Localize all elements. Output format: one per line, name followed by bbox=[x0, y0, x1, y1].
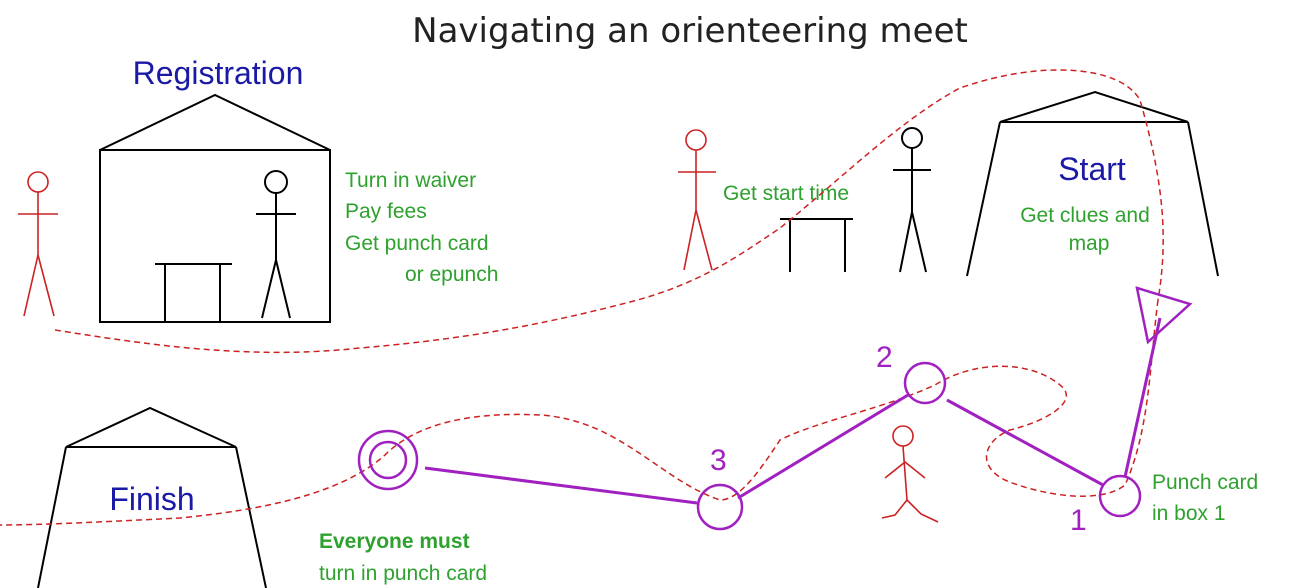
note-punch-card: Punch card bbox=[1152, 471, 1258, 494]
note-everyone-must: Everyone must bbox=[319, 530, 470, 553]
note-get-clues-and: Get clues and bbox=[1020, 204, 1150, 227]
note-get-punch-card: Get punch card bbox=[345, 232, 489, 255]
finish-control-double-circle bbox=[357, 429, 419, 491]
start-label: Start bbox=[1058, 151, 1126, 187]
note-get-start-time: Get start time bbox=[723, 182, 849, 205]
start-tent bbox=[966, 90, 1219, 277]
control-3-number: 3 bbox=[710, 444, 727, 477]
participant-route-course bbox=[0, 299, 1159, 526]
running-participant-figure bbox=[881, 425, 939, 523]
note-map: map bbox=[1069, 232, 1110, 255]
note-turn-in-waiver: Turn in waiver bbox=[345, 169, 476, 192]
participant-figure-registration bbox=[18, 171, 58, 317]
course-lines bbox=[424, 317, 1162, 505]
note-in-box-1: in box 1 bbox=[1152, 502, 1226, 525]
control-2-number: 2 bbox=[876, 341, 893, 374]
control-1-circle bbox=[1098, 474, 1142, 518]
note-turn-in-punch-card: turn in punch card bbox=[319, 562, 487, 585]
finish-label: Finish bbox=[109, 481, 194, 517]
participant-route bbox=[54, 69, 1164, 354]
registration-label: Registration bbox=[133, 55, 304, 91]
control-2-circle bbox=[903, 361, 947, 405]
finish-tent bbox=[37, 406, 267, 588]
registration-building bbox=[99, 93, 331, 323]
note-pay-fees: Pay fees bbox=[345, 200, 427, 223]
control-3-circle bbox=[696, 483, 744, 531]
start-triangle-marker bbox=[1135, 286, 1193, 345]
control-1-number: 1 bbox=[1070, 504, 1087, 537]
diagram-title: Navigating an orienteering meet bbox=[412, 11, 968, 51]
note-or-epunch: or epunch bbox=[405, 263, 498, 286]
